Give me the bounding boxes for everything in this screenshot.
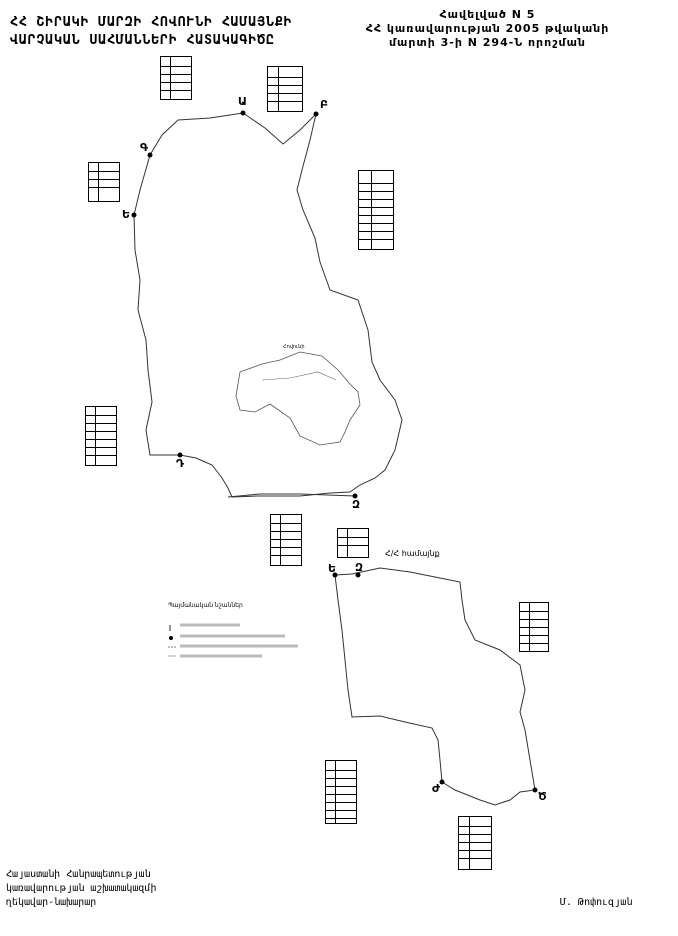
point-label-g: Գ [140,141,149,154]
point-z [352,493,358,499]
settlement-label: Հովունի [283,344,305,350]
point-label-b: Բ [320,98,328,111]
footer-position: Հայաստանի Հանրապետության կառավարության ա… [6,868,157,910]
legend: Պայմանական նշաններ [168,600,243,615]
point-inset-e [332,572,338,578]
map-title-line2: ՎԱՐՉԱԿԱՆ ՍԱՀՄԱՆՆԵՐԻ ՀԱՏԱԿԱԳԻԾԸ [10,33,275,48]
footer-line2: կառավարության աշխատակազմի [6,883,157,894]
coord-table-b [267,66,303,112]
point-d [177,452,183,458]
settlement-inner-line [261,371,337,381]
coord-table-z [270,514,302,566]
point-inset-z [355,572,361,578]
main-boundary [133,112,403,498]
point-label-inset-z: Զ [355,561,363,574]
annex-reference: Հավելված N 5 ՀՀ կառավարության 2005 թվակա… [355,8,620,50]
footer-line3: ղեկավար-նախարար [6,897,97,908]
map-title: ՀՀ ՇԻՐԱԿԻ ՄԱՐԶԻ ՀՈՎՈՒՆԻ ՀԱՄԱՅՆՔԻ ՎԱՐՉԱԿԱ… [10,14,292,50]
legend-point-icon [169,636,173,640]
coord-table-ts [458,816,492,870]
point-e [131,212,137,218]
coord-table-g [88,162,120,202]
coord-table-a [160,56,192,100]
legend-title: Պայմանական նշաններ [168,602,243,609]
coord-table-d [85,406,117,466]
point-b [313,111,319,117]
coord-table-zh [325,760,357,824]
point-ts [532,787,538,793]
coord-table-settlement [358,170,394,250]
map-title-line1: ՀՀ ՇԻՐԱԿԻ ՄԱՐԶԻ ՀՈՎՈՒՆԻ ՀԱՄԱՅՆՔԻ [10,15,293,30]
point-label-d: Դ [176,457,185,470]
point-label-e: Ե [122,208,130,221]
point-label-ts: Ծ [538,790,547,803]
coord-table-inset-right [519,602,549,652]
inset-boundary [334,567,536,806]
point-label-z: Զ [352,498,360,511]
annex-decree-line2: մարտի 3-ի N 294-Ն որոշման [388,36,587,49]
point-g [147,152,153,158]
coord-table-inset-e [337,528,369,558]
south-boundary-segment [227,493,356,498]
footer-signatory: Մ. Թոփուզյան [560,897,633,908]
footer-line1: Հայաստանի Հանրապետության [6,869,151,880]
point-label-inset-e: Ե [328,562,336,575]
annex-decree-line1: ՀՀ կառավարության 2005 թվականի [365,22,610,35]
inset-label: Հ/Հ համայնք [385,549,440,558]
annex-number: Հավելված N 5 [439,8,536,21]
point-label-zh: Ժ [432,782,441,795]
settlement-outline [235,351,361,446]
point-zh [439,779,445,785]
point-a [240,110,246,116]
point-label-a: Ա [238,95,247,108]
